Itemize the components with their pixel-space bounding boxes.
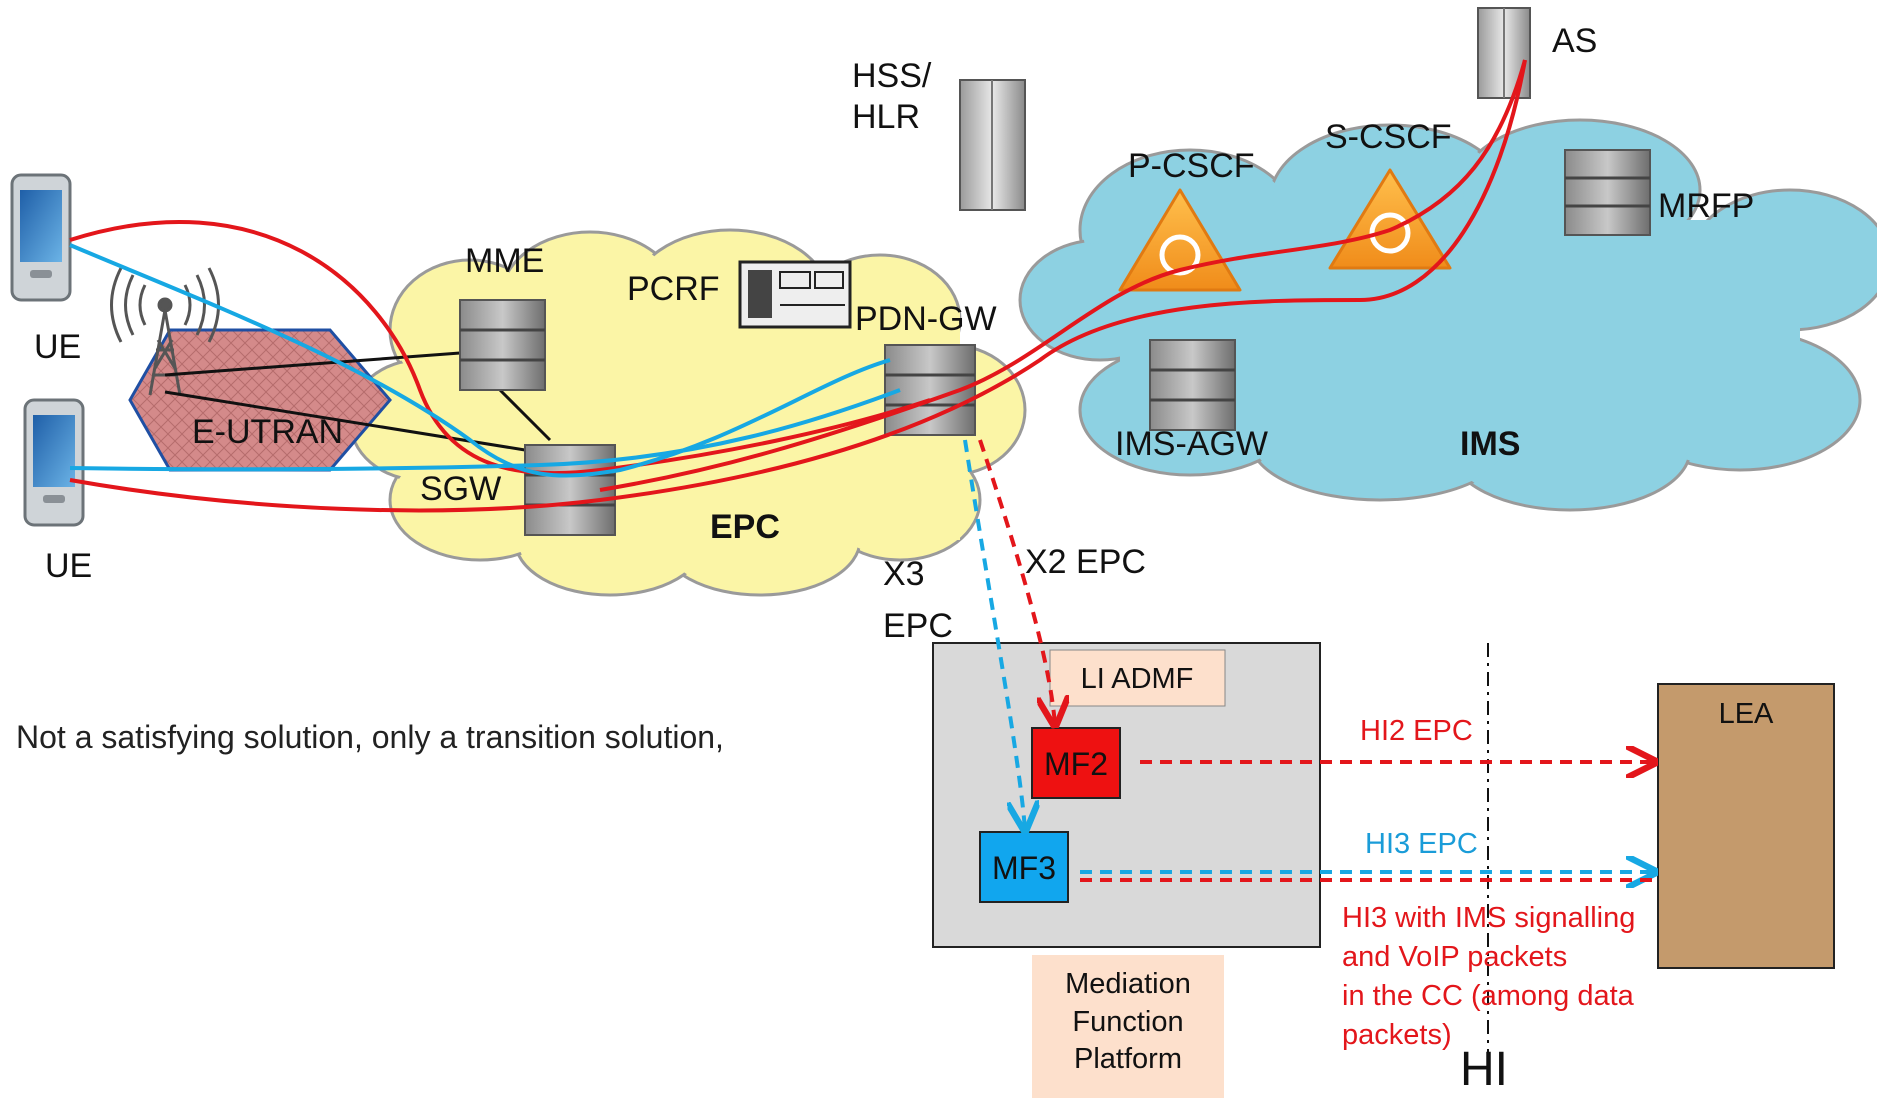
- mrfp-label: MRFP: [1658, 187, 1754, 225]
- note-text: Not a satisfying solution, only a transi…: [16, 719, 724, 755]
- ue-top-label: UE: [34, 328, 81, 366]
- mf3-box: [979, 831, 1069, 903]
- li-admf-box: [1049, 649, 1226, 707]
- hss-label-line2: HLR: [852, 98, 920, 136]
- antenna-icon: [110, 267, 220, 396]
- sgw-label: SGW: [420, 470, 501, 508]
- eutran-links: [164, 351, 552, 452]
- mme-label: MME: [465, 242, 544, 280]
- x2-epc-arrow: [978, 439, 1055, 725]
- hi3-note-line2: and VoIP packets: [1342, 941, 1567, 973]
- ims-agw-label: IMS-AGW: [1115, 425, 1268, 463]
- hi3-label: HI3 EPC: [1365, 828, 1478, 860]
- x3-epc-arrow: [963, 439, 1025, 830]
- mf3-label: MF3: [992, 850, 1056, 886]
- hi3-note-line3: in the CC (among data: [1342, 980, 1635, 1012]
- bearer-paths: [69, 59, 1527, 513]
- epc-label: EPC: [710, 508, 780, 546]
- ue-bottom-label: UE: [45, 547, 92, 585]
- pcrf-device-icon: [738, 260, 852, 329]
- lea-label: LEA: [1719, 698, 1774, 730]
- ims-label: IMS: [1460, 425, 1520, 463]
- mme-server-icon: [459, 299, 546, 391]
- pcrf-label: PCRF: [627, 270, 720, 308]
- as-label: AS: [1552, 22, 1597, 60]
- pdn-gw-label: PDN-GW: [855, 300, 997, 338]
- phone-icon-bottom: [23, 398, 85, 527]
- hss-label-line1: HSS/: [852, 57, 932, 95]
- eutran-label: E-UTRAN: [192, 413, 343, 451]
- ims-cloud: [1018, 118, 1877, 512]
- scscf-icon: [1328, 168, 1452, 270]
- x3-label-line1: X3: [883, 555, 925, 593]
- mediation-label-line1: Mediation: [1065, 968, 1191, 1000]
- hi3-note-line1: HI3 with IMS signalling: [1342, 902, 1635, 934]
- pcscf-label: P-CSCF: [1128, 147, 1255, 185]
- mediation-label-line2: Function: [1072, 1006, 1183, 1038]
- mf2-label: MF2: [1044, 746, 1108, 782]
- hi3-note-line4: packets): [1342, 1019, 1452, 1051]
- mediation-label-box: [1032, 955, 1224, 1098]
- x2-label: X2 EPC: [1025, 543, 1146, 581]
- hi-label: HI: [1460, 1043, 1508, 1096]
- mediation-label-line3: Platform: [1074, 1043, 1182, 1075]
- phone-icon-top: [10, 173, 72, 302]
- x3-label-line2: EPC: [883, 607, 953, 645]
- ims-agw-server-icon: [1149, 339, 1236, 431]
- hss-rack-icon: [959, 79, 1026, 211]
- mrfp-server-icon: [1564, 149, 1651, 236]
- hi2-label: HI2 EPC: [1360, 715, 1473, 747]
- li-admf-label: LI ADMF: [1081, 663, 1194, 695]
- scscf-label: S-CSCF: [1325, 118, 1452, 156]
- mf2-box: [1031, 727, 1121, 799]
- lea-box: [1657, 683, 1835, 969]
